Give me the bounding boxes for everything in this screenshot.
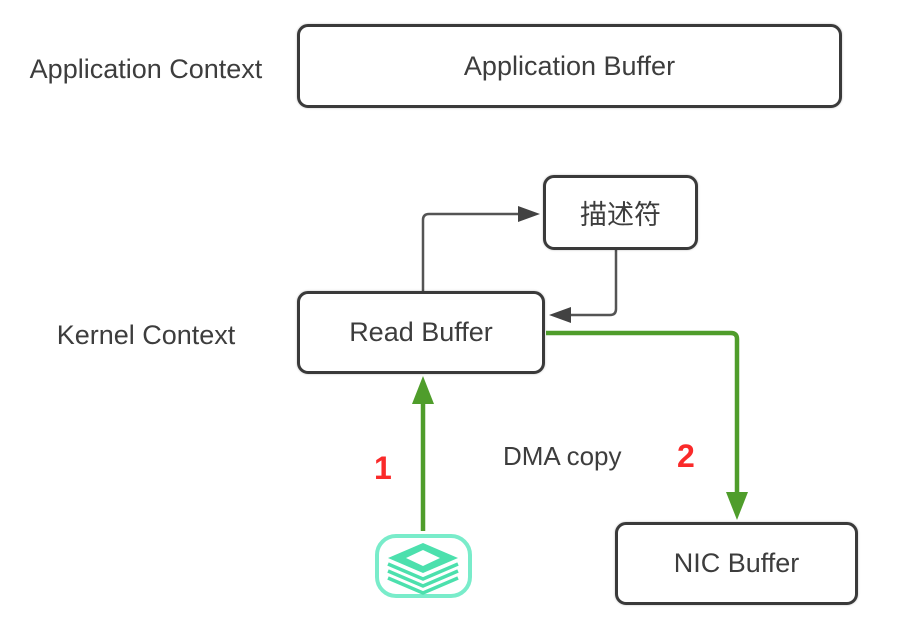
arrow-read-buffer-to-descriptor xyxy=(421,212,519,291)
kernel-context-label: Kernel Context xyxy=(56,320,236,350)
arrow-read-buffer-to-nic-buffer xyxy=(546,330,740,494)
application-context-label: Application Context xyxy=(29,54,263,84)
dma-copy-label: DMA copy xyxy=(503,441,622,471)
application-buffer-label: Application Buffer xyxy=(463,50,676,81)
nic-buffer-node: NIC Buffer xyxy=(615,522,858,605)
application-buffer-node: Application Buffer xyxy=(297,24,842,108)
read-buffer-node: Read Buffer xyxy=(297,291,545,374)
layers-stack-icon xyxy=(374,533,473,599)
step-1-label: 1 xyxy=(374,450,392,486)
arrow-disk-to-read-buffer-arrowhead xyxy=(412,376,434,404)
arrow-descriptor-to-read-buffer xyxy=(570,250,618,317)
descriptor-label: 描述符 xyxy=(580,200,661,230)
step-2-label: 2 xyxy=(677,438,695,474)
arrow-descriptor-to-read-buffer-arrowhead xyxy=(549,307,571,323)
descriptor-node: 描述符 xyxy=(543,175,698,250)
arrow-read-buffer-to-nic-buffer-arrowhead xyxy=(726,492,748,520)
read-buffer-label: Read Buffer xyxy=(349,317,493,347)
arrow-read-buffer-to-descriptor-arrowhead xyxy=(518,206,540,222)
nic-buffer-label: NIC Buffer xyxy=(673,548,800,578)
